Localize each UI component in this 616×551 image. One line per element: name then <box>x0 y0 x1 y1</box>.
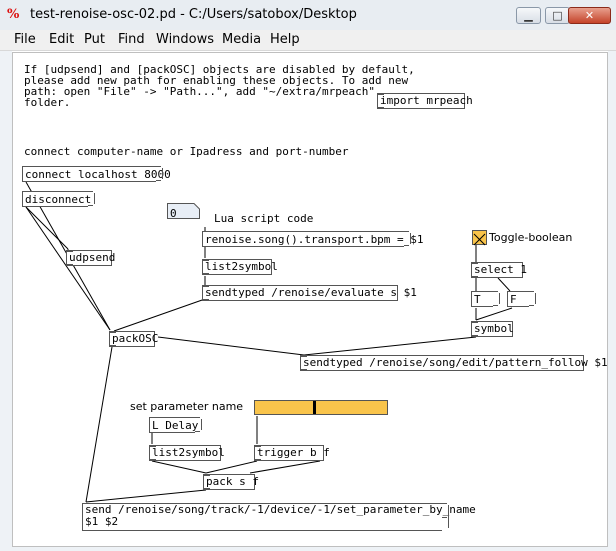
close-button[interactable]: ✕ <box>568 7 611 24</box>
window-frame-left <box>0 51 12 551</box>
toggle-x-icon <box>473 233 486 246</box>
number-box[interactable] <box>167 203 200 219</box>
message-ear <box>156 166 163 182</box>
menu-find[interactable]: Find <box>118 32 145 47</box>
menu-windows[interactable]: Windows <box>156 32 215 47</box>
disconnect-message[interactable]: disconnect <box>22 191 95 207</box>
list2symbol-param-object[interactable]: list2symbol <box>149 445 225 461</box>
window-title: test-renoise-osc-02.pd - C:/Users/satobo… <box>30 7 357 22</box>
parameter-slider[interactable] <box>254 400 388 415</box>
window-frame-bottom <box>0 547 616 551</box>
number-box-value: 0 <box>170 207 177 220</box>
menu-bar: File Edit Put Find Windows Media Help <box>0 30 616 51</box>
message-ear <box>88 191 95 207</box>
message-ear <box>442 503 449 531</box>
disconnect-message-label: disconnect <box>25 193 92 206</box>
select-object[interactable]: select 1 <box>471 262 527 278</box>
trigger-object[interactable]: trigger b f <box>254 445 330 461</box>
import-object[interactable]: import mrpeach <box>377 93 473 109</box>
menu-edit[interactable]: Edit <box>49 32 75 47</box>
message-ear <box>404 231 411 247</box>
maximize-icon: □ <box>552 9 563 22</box>
pack-object[interactable]: pack s f <box>203 474 259 490</box>
lua-code-message-label: renoise.song().transport.bpm = $1 <box>205 233 424 246</box>
lua-comment: Lua script code <box>214 212 314 225</box>
list2symbol-object[interactable]: list2symbol <box>202 259 278 275</box>
menu-file[interactable]: File <box>14 32 36 47</box>
udpsend-object[interactable]: udpsend <box>66 250 115 266</box>
send-parameter-message[interactable]: send /renoise/song/track/-1/device/-1/se… <box>82 503 476 531</box>
sendtyped-evaluate-object[interactable]: sendtyped /renoise/evaluate s $1 <box>202 285 417 301</box>
minimize-button[interactable]: ▁ <box>516 7 541 24</box>
parameter-comment: set parameter name <box>130 400 244 413</box>
menu-media[interactable]: Media <box>222 32 262 47</box>
packosc-object[interactable]: packOSC <box>109 331 158 347</box>
connect-message[interactable]: connect localhost 8000 <box>22 166 171 182</box>
f-message[interactable]: F <box>507 291 536 307</box>
pd-icon: % <box>7 7 20 22</box>
menu-help[interactable]: Help <box>270 32 300 47</box>
close-icon: ✕ <box>584 9 595 22</box>
connect-message-label: connect localhost 8000 <box>25 168 171 181</box>
lua-code-message[interactable]: renoise.song().transport.bpm = $1 <box>202 231 424 247</box>
send-parameter-message-label: send /renoise/song/track/-1/device/-1/se… <box>85 503 476 528</box>
slider-knob[interactable] <box>313 401 316 414</box>
window-frame-right <box>608 51 616 551</box>
t-message-label: T <box>474 293 481 306</box>
delay-message[interactable]: L Delay <box>149 417 202 433</box>
menu-put[interactable]: Put <box>84 32 105 47</box>
intro-comment: If [udpsend] and [packOSC] objects are d… <box>24 63 415 109</box>
minimize-icon: ▁ <box>524 9 533 22</box>
symbol-object[interactable]: symbol <box>471 321 514 337</box>
sendtyped-pattern-follow-object[interactable]: sendtyped /renoise/song/edit/pattern_fol… <box>300 355 608 371</box>
connect-comment: connect computer-name or Ipadress and po… <box>24 145 349 158</box>
toggle[interactable] <box>472 230 487 246</box>
message-ear <box>195 417 202 433</box>
maximize-button[interactable]: □ <box>545 7 570 24</box>
message-ear <box>529 291 536 307</box>
message-ear <box>493 291 500 307</box>
toggle-comment: Toggle-boolean <box>489 231 573 244</box>
f-message-label: F <box>510 293 517 306</box>
delay-message-label: L Delay <box>152 419 199 432</box>
t-message[interactable]: T <box>471 291 500 307</box>
title-bar: % test-renoise-osc-02.pd - C:/Users/sato… <box>0 0 616 31</box>
